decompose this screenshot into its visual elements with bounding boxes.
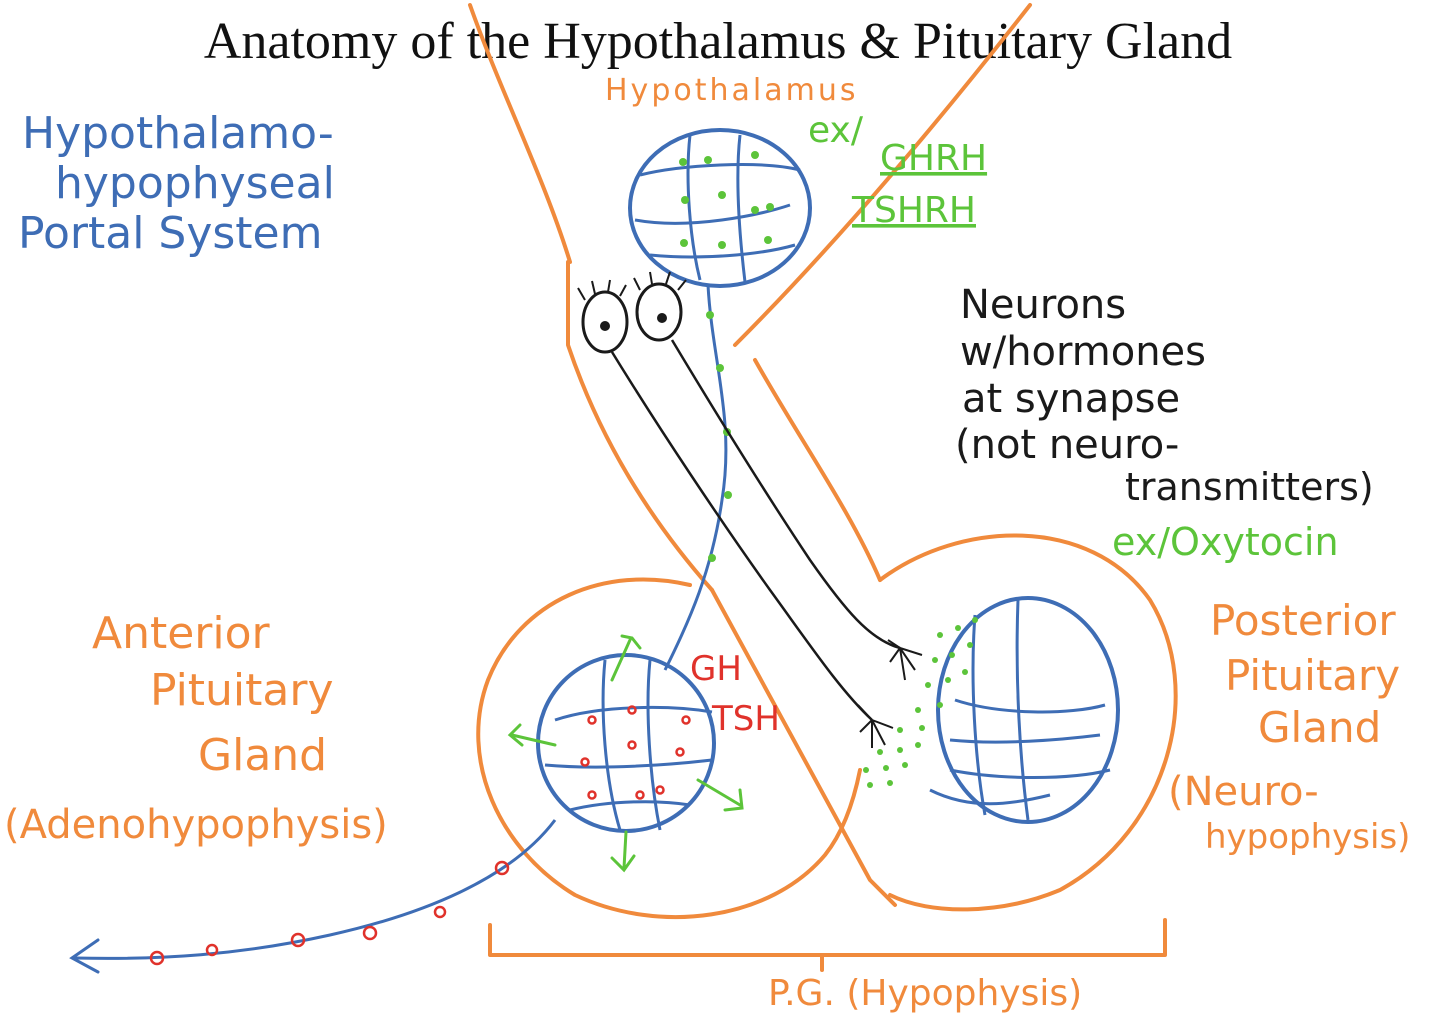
label-ghrh: GHRH	[880, 138, 987, 179]
label-gh: GH	[690, 649, 742, 689]
posterior-pituitary-tissue	[929, 596, 1120, 824]
neurons-line-4: (not neuro-	[955, 422, 1179, 468]
label-neurons-note: Neurons w/hormones at synapse (not neuro…	[955, 282, 1374, 509]
portal-vessel	[663, 284, 728, 671]
label-pg-hypophysis: P.G. (Hypophysis)	[768, 973, 1082, 1014]
portal-line-1: Hypothalamo-	[22, 108, 334, 159]
neurons-line-1: Neurons	[960, 282, 1126, 328]
anterior-line-1: Anterior	[92, 608, 271, 659]
pituitary-outline	[468, 3, 1178, 972]
posterior-line-2: Pituitary	[1225, 651, 1400, 700]
neurons-line-5: transmitters)	[1125, 465, 1374, 509]
neurosecretory-neurons	[577, 271, 923, 748]
neurons-line-3: at synapse	[962, 376, 1180, 422]
posterior-line-5: hypophysis)	[1205, 817, 1410, 857]
posterior-line-4: (Neuro-	[1168, 769, 1319, 815]
hypothalamus-nucleus	[628, 128, 812, 288]
posterior-line-1: Posterior	[1210, 596, 1396, 645]
label-anterior-pituitary: Anterior Pituitary Gland (Adenohypophysi…	[4, 608, 388, 848]
anterior-pituitary-cells	[536, 653, 716, 833]
anterior-line-4: (Adenohypophysis)	[4, 802, 388, 848]
portal-line-2: hypophyseal	[55, 158, 335, 209]
anterior-line-3: Gland	[198, 730, 327, 781]
label-posterior-pituitary: Posterior Pituitary Gland (Neuro- hypoph…	[1168, 596, 1410, 857]
diagram-title: Anatomy of the Hypothalamus & Pituitary …	[204, 13, 1232, 70]
secretion-arrows	[507, 634, 744, 873]
portal-line-3: Portal System	[18, 208, 322, 259]
label-ex-oxytocin: ex/Oxytocin	[1112, 520, 1339, 564]
anterior-line-2: Pituitary	[150, 665, 334, 716]
neurons-line-2: w/hormones	[960, 329, 1206, 375]
oxytocin-dots	[863, 617, 978, 788]
systemic-circulation-vessel	[69, 819, 557, 974]
label-tsh: TSH	[711, 699, 780, 739]
label-hypothalamus: Hypothalamus	[605, 73, 858, 108]
posterior-line-3: Gland	[1258, 703, 1381, 752]
label-tshrh: TSHRH	[851, 190, 976, 231]
label-portal-system: Hypothalamo- hypophyseal Portal System	[18, 108, 335, 259]
label-ex-prefix: ex/	[808, 110, 864, 151]
